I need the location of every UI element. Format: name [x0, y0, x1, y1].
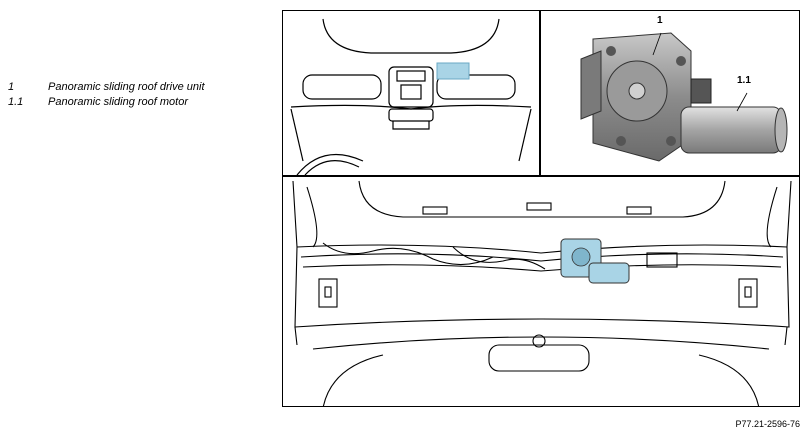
- installed-drive-unit-highlight: [560, 238, 630, 284]
- legend-item-drive-unit: 1 Panoramic sliding roof drive unit: [8, 80, 205, 95]
- roof-installation-view: [283, 177, 799, 406]
- legend: 1 Panoramic sliding roof drive unit 1.1 …: [8, 80, 205, 110]
- callout-motor: 1.1: [737, 75, 751, 86]
- panel-divider-horizontal: [283, 175, 799, 177]
- drive-unit-location-marker: [436, 62, 470, 80]
- illustration-figure: 1 1.1: [282, 10, 800, 407]
- panel-divider-vertical: [539, 11, 541, 175]
- callout-drive-unit: 1: [657, 15, 663, 26]
- roof-installation-drawing: [292, 180, 792, 406]
- drive-unit-drawing: [580, 32, 788, 162]
- legend-number: 1: [8, 81, 15, 93]
- legend-number: 1.1: [8, 96, 24, 108]
- figure-reference-code: P77.21-2596-76: [735, 419, 800, 429]
- drive-unit-detail-view: 1 1.1: [541, 11, 799, 175]
- legend-label: Panoramic sliding roof motor: [48, 96, 189, 108]
- overhead-location-view: [283, 11, 539, 175]
- legend-label: Panoramic sliding roof drive unit: [48, 81, 205, 93]
- legend-item-motor: 1.1 Panoramic sliding roof motor: [8, 95, 205, 110]
- overhead-location-drawing: [290, 18, 532, 175]
